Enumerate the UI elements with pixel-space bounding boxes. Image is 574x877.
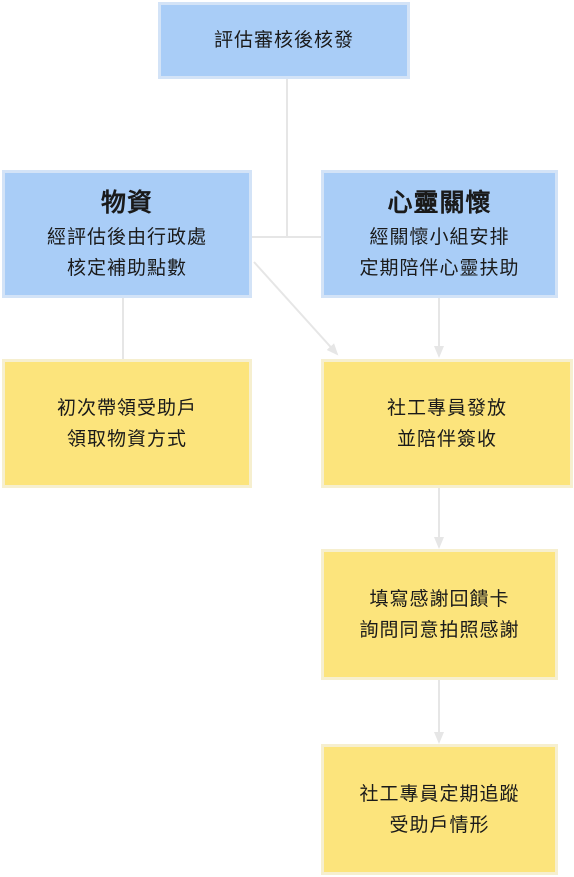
thank-you-card-box: 填寫感謝回饋卡 詢問同意拍照感謝 xyxy=(321,549,558,680)
social-worker-delivery-line-2: 並陪伴簽收 xyxy=(396,427,497,450)
social-worker-delivery-box: 社工專員發放 並陪伴簽收 xyxy=(321,359,573,488)
arrow-material-to-delivery xyxy=(253,261,339,356)
follow-up-box: 社工專員定期追蹤 受助戶情形 xyxy=(321,744,558,875)
thank-you-card-line-2: 詢問同意拍照感謝 xyxy=(359,618,520,641)
follow-up-line-1: 社工專員定期追蹤 xyxy=(359,782,520,805)
spiritual-care-title: 心靈關懷 xyxy=(387,188,492,217)
first-visit-line-1: 初次帶領受助戶 xyxy=(56,396,197,419)
material-title: 物資 xyxy=(100,188,153,217)
first-visit-box: 初次帶領受助戶 領取物資方式 xyxy=(2,359,252,488)
material-box: 物資 經評估後由行政處 核定補助點數 xyxy=(2,170,252,298)
material-line-2: 核定補助點數 xyxy=(66,257,187,279)
social-worker-delivery-line-1: 社工專員發放 xyxy=(386,396,507,419)
spiritual-care-box: 心靈關懷 經關懷小組安排 定期陪伴心靈扶助 xyxy=(321,170,558,298)
material-line-1: 經評估後由行政處 xyxy=(46,226,207,248)
follow-up-line-2: 受助戶情形 xyxy=(389,813,490,836)
spiritual-care-line-2: 定期陪伴心靈扶助 xyxy=(359,257,520,279)
thank-you-card-line-1: 填寫感謝回饋卡 xyxy=(369,587,510,610)
top-review-label: 評估審核後核發 xyxy=(213,29,354,51)
first-visit-line-2: 領取物資方式 xyxy=(66,427,187,450)
top-review-box: 評估審核後核發 xyxy=(158,2,410,79)
spiritual-care-line-1: 經關懷小組安排 xyxy=(369,226,510,248)
